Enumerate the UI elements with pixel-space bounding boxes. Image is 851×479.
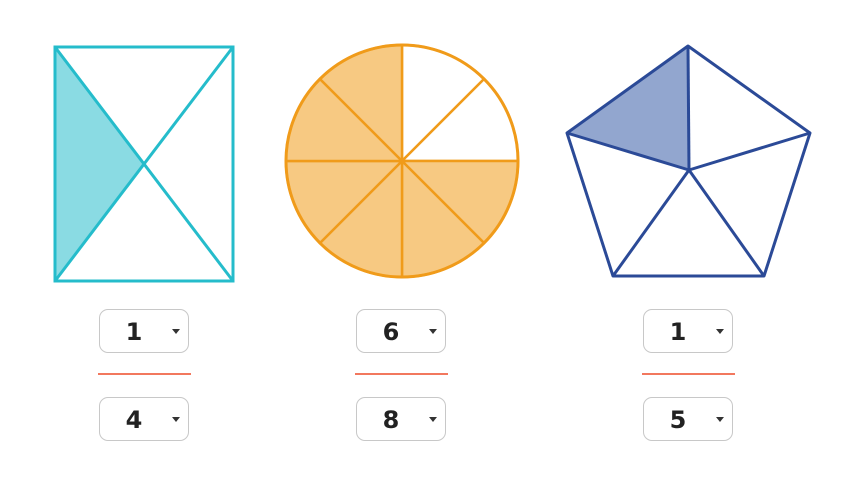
pentagon-spoke-3 — [687, 169, 766, 277]
fraction-bar-pentagon — [642, 373, 735, 375]
denominator-value: 8 — [382, 406, 400, 434]
circle-figure — [284, 43, 520, 279]
denominator-select-pentagon[interactable]: 5 — [643, 397, 733, 441]
pentagon-spoke-4 — [611, 169, 691, 277]
pentagon-spoke-1 — [686, 45, 691, 171]
chevron-down-icon — [716, 417, 724, 422]
numerator-value: 1 — [669, 318, 687, 346]
pentagon-figure — [565, 44, 812, 278]
denominator-select-rectangle[interactable]: 4 — [99, 397, 189, 441]
numerator-select-circle[interactable]: 6 — [356, 309, 446, 353]
rectangle-shaded-part — [55, 47, 144, 281]
fraction-bar-rectangle — [98, 373, 191, 375]
denominator-value: 5 — [669, 406, 687, 434]
pentagon-spoke-2 — [688, 131, 811, 172]
pentagon-spoke-5 — [566, 131, 690, 172]
denominator-value: 4 — [125, 406, 143, 434]
chevron-down-icon — [172, 417, 180, 422]
circle-outline — [284, 43, 520, 279]
pentagon-shaded-part — [567, 46, 689, 170]
rectangle-diagonal-2 — [53, 46, 235, 282]
numerator-select-rectangle[interactable]: 1 — [99, 309, 189, 353]
rectangle-figure — [53, 45, 235, 283]
fraction-bar-circle — [355, 373, 448, 375]
chevron-down-icon — [716, 329, 724, 334]
rectangle-outline — [53, 45, 235, 283]
numerator-value: 1 — [125, 318, 143, 346]
denominator-select-circle[interactable]: 8 — [356, 397, 446, 441]
chevron-down-icon — [172, 329, 180, 334]
numerator-select-pentagon[interactable]: 1 — [643, 309, 733, 353]
pentagon-outline — [565, 44, 812, 278]
chevron-down-icon — [429, 417, 437, 422]
numerator-value: 6 — [382, 318, 400, 346]
chevron-down-icon — [429, 329, 437, 334]
